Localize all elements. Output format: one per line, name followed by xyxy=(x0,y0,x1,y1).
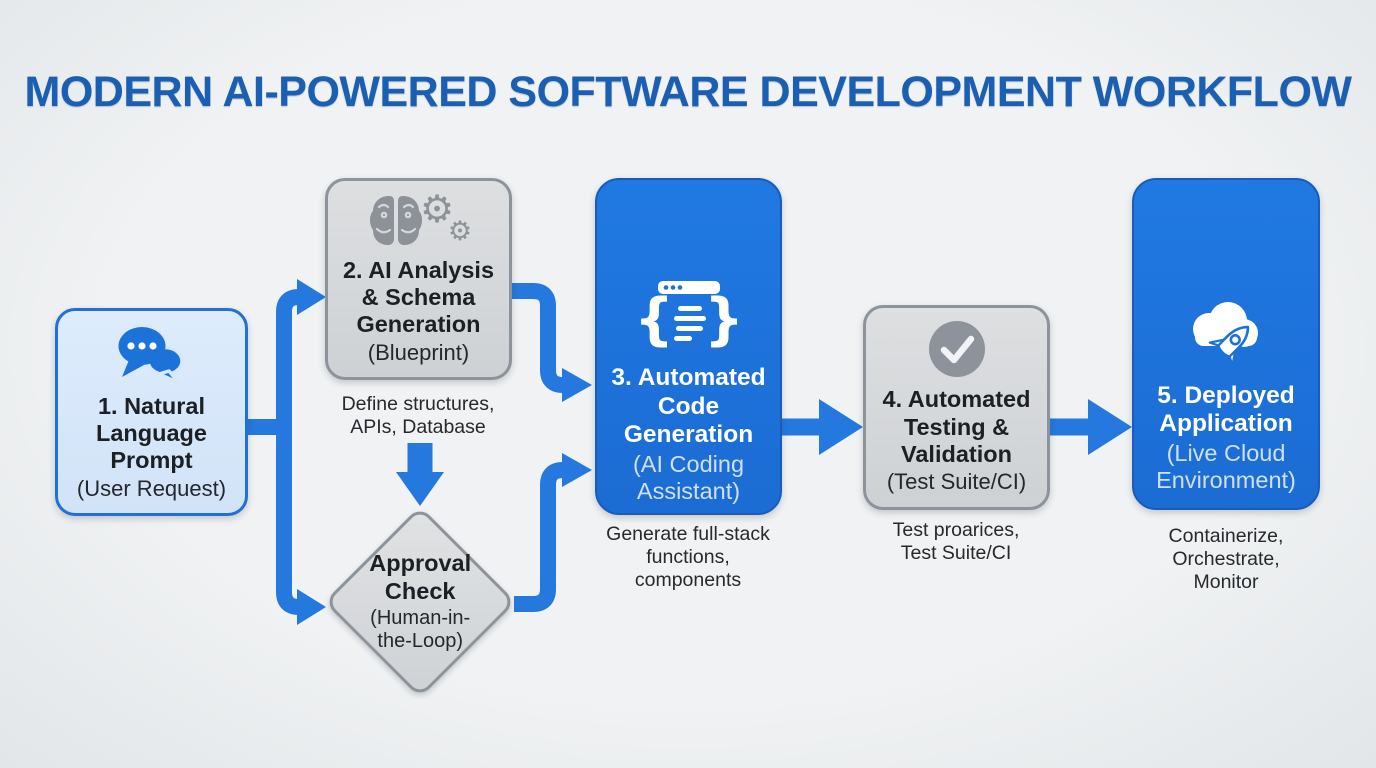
node-ai-analysis-schema: ⚙ ⚙ 2. AI Analysis & Schema Generation (… xyxy=(325,178,512,380)
svg-text:}: } xyxy=(704,287,737,352)
node-automated-code-generation: { } 3. Automated Code Generation (AI Cod… xyxy=(595,178,782,515)
node-subtitle: (Blueprint) xyxy=(367,339,470,365)
code-window-icon: { } xyxy=(641,281,737,352)
chat-bubbles-icon xyxy=(118,326,184,385)
arrowhead xyxy=(297,589,326,625)
arrow-split-to-approval xyxy=(276,427,300,615)
arrowhead xyxy=(1088,399,1132,455)
node-heading: 5. Deployed Application xyxy=(1157,381,1295,438)
arrow-approval-to-step3 xyxy=(514,462,564,612)
node-heading: 2. AI Analysis & Schema Generation xyxy=(342,256,495,338)
node-subtitle: (Test Suite/CI) xyxy=(886,469,1027,495)
node-subtitle: (AI Coding Assistant) xyxy=(632,450,745,504)
check-circle-icon xyxy=(928,321,985,378)
svg-text:⚙: ⚙ xyxy=(419,193,453,231)
arrowhead xyxy=(297,279,326,315)
arrowhead xyxy=(396,472,444,506)
arrowhead xyxy=(819,399,863,455)
node-deployed-application: 5. Deployed Application (Live Cloud Envi… xyxy=(1132,178,1320,510)
page-title: MODERN AI-POWERED SOFTWARE DEVELOPMENT W… xyxy=(24,68,1352,116)
arrow-step2-to-step3 xyxy=(512,283,564,393)
node-heading: 3. Automated Code Generation xyxy=(611,364,766,449)
node-subtitle: (User Request) xyxy=(76,475,227,501)
caption-deployed: Containerize, Orchestrate, Monitor xyxy=(1168,525,1284,593)
brain-gears-icon: ⚙ ⚙ xyxy=(369,193,472,247)
node-natural-language-prompt: 1. Natural Language Prompt (User Request… xyxy=(55,308,248,516)
arrow-split-to-step2 xyxy=(276,289,300,427)
caption-ai-analysis: Define structures, APIs, Database xyxy=(341,393,495,438)
node-subtitle: (Human-in- the-Loop) xyxy=(369,607,471,653)
node-automated-testing: 4. Automated Testing & Validation (Test … xyxy=(863,305,1050,510)
node-heading: 4. Automated Testing & Validation xyxy=(882,386,1031,467)
caption-testing: Test proarices, Test Suite/CI xyxy=(892,519,1020,564)
arrowhead xyxy=(562,368,592,402)
node-heading: Approval Check xyxy=(369,550,471,604)
cloud-rocket-icon xyxy=(1193,301,1258,367)
svg-text:{: { xyxy=(641,287,674,352)
arrowhead xyxy=(562,453,592,487)
caption-code-generation: Generate full-stack functions, component… xyxy=(606,523,770,591)
node-heading: 1. Natural Language Prompt xyxy=(96,392,207,474)
node-subtitle: (Live Cloud Environment) xyxy=(1156,439,1296,493)
svg-text:⚙: ⚙ xyxy=(447,216,471,247)
